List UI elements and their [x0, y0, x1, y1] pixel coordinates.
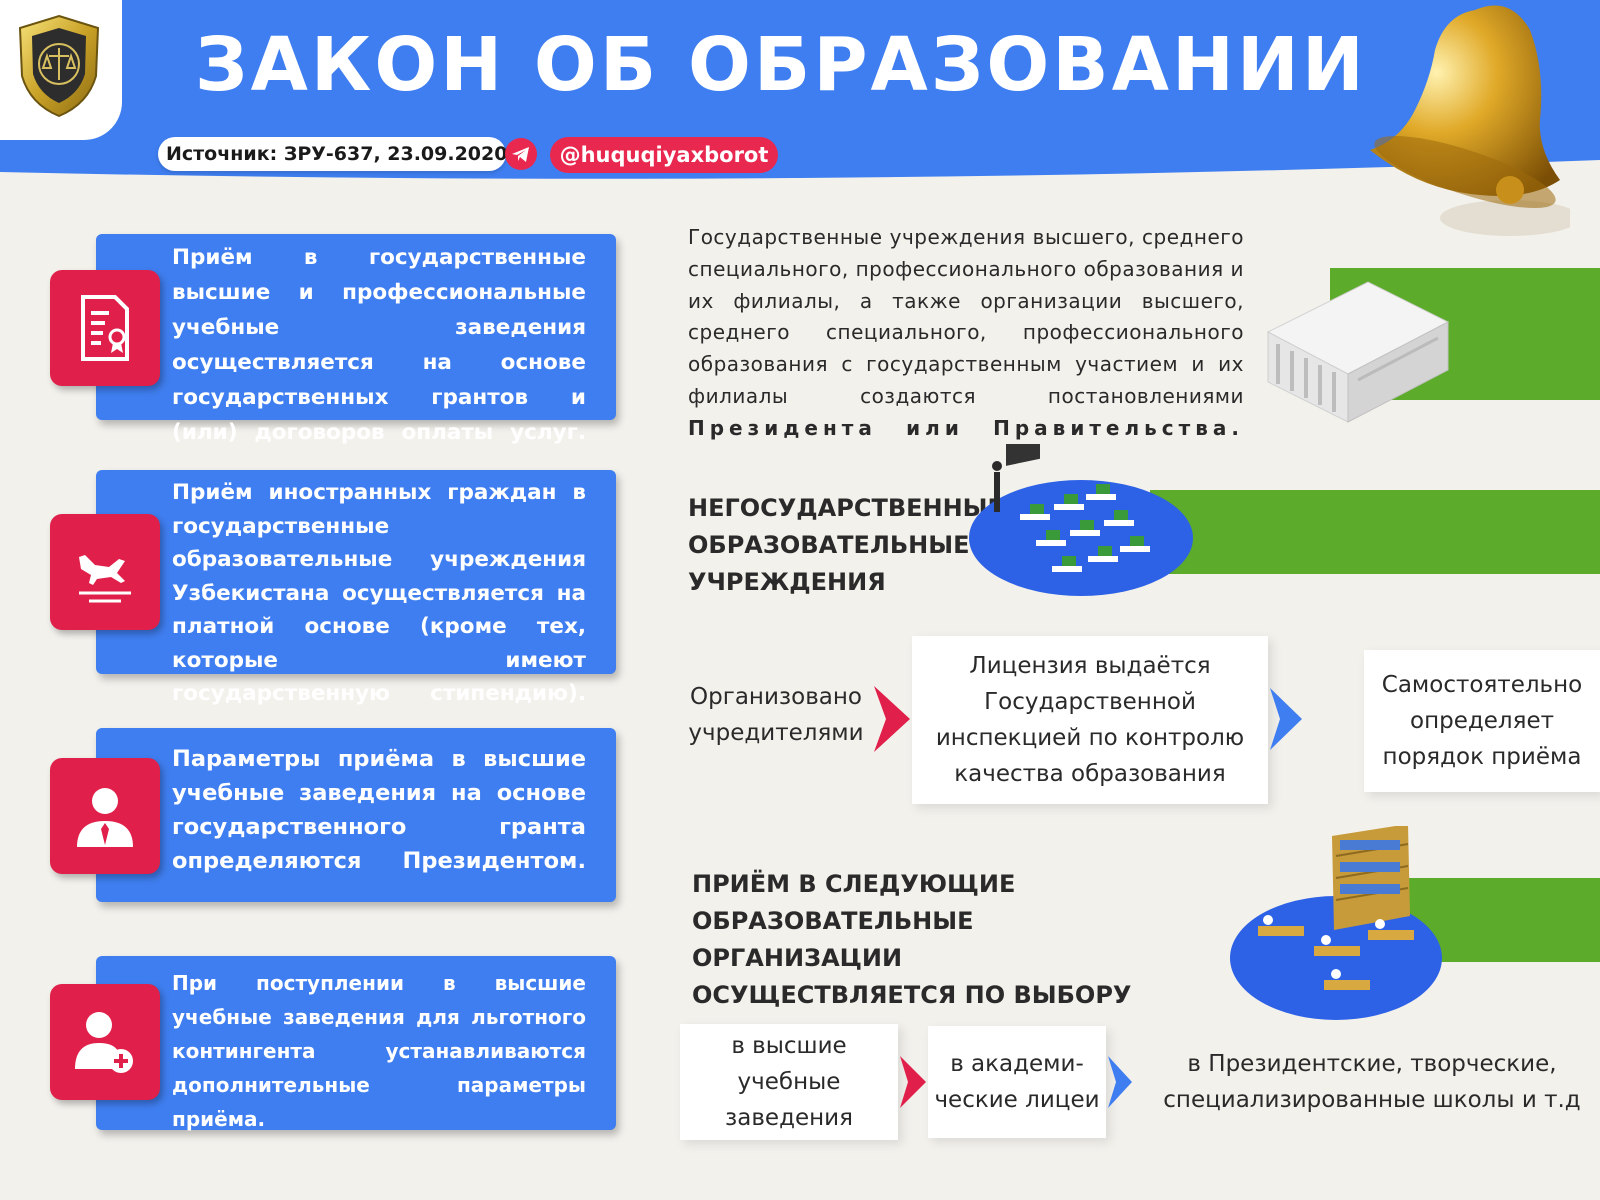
document-certificate-icon [81, 295, 129, 361]
card-icon-box [50, 758, 160, 874]
step-organized-by-founders: Организовано учредителями [688, 684, 864, 746]
nonstate-heading: НЕГОСУДАРСТВЕННЫЕ ОБРАЗОВАТЕЛЬНЫЕ УЧРЕЖД… [688, 494, 1004, 596]
choice-specialized-schools: в Президентские, творческие, специализир… [1163, 1051, 1581, 1113]
green-band-2 [1150, 490, 1600, 574]
card-grant-parameters: Параметры приёма в высшие учебные заведе… [96, 728, 616, 902]
step-admission-procedure: Самостоятельно определяет порядок приёма [1364, 650, 1600, 792]
card-text: Приём иностранных граждан в государствен… [172, 480, 586, 706]
emblem-logo [18, 14, 100, 118]
telegram-icon[interactable] [505, 138, 537, 170]
telegram-handle-link[interactable]: @huquqiyaxborot [550, 137, 778, 173]
choice-academic-lyceums: в академи-ческие лицеи [928, 1026, 1106, 1138]
choice-higher-education: в высшие учебные заведения [680, 1024, 898, 1140]
chevron-right-icon [900, 1056, 926, 1108]
state-institutions-paragraph: Государственные учреждения высшего, сред… [688, 222, 1244, 445]
classroom-illustration [969, 444, 1193, 596]
chevron-right-icon [1270, 688, 1302, 750]
chevron-right-icon [874, 686, 910, 752]
library-illustration [1230, 826, 1442, 1020]
page-title: ЗАКОН ОБ ОБРАЗОВАНИИ [195, 22, 1367, 108]
card-icon-box [50, 270, 160, 386]
chevron-right-icon [1108, 1056, 1132, 1108]
university-building-icon [1266, 281, 1450, 423]
card-icon-box [50, 514, 160, 630]
user-add-icon [75, 1012, 133, 1073]
card-foreign-citizens: Приём иностранных граждан в государствен… [96, 470, 616, 706]
card-preferential-admission: При поступлении в высшие учебные заведен… [96, 956, 616, 1131]
card-text: Приём в государственные высшие и професс… [172, 245, 586, 445]
source-citation: Источник: ЗРУ-637, 23.09.2020. [158, 137, 515, 171]
card-icon-box [50, 984, 160, 1100]
bell-icon [1370, 5, 1570, 236]
card-text: Параметры приёма в высшие учебные заведе… [172, 746, 586, 874]
airplane-landing-icon [79, 555, 131, 603]
person-tie-icon [77, 788, 133, 847]
card-state-grants: Приём в государственные высшие и професс… [96, 234, 616, 445]
paragraph-emphasis: Президента или Правительства. [688, 415, 1244, 440]
header-banner [0, 0, 1600, 158]
admission-choice-heading: ПРИЁМ В СЛЕДУЮЩИЕ ОБРАЗОВАТЕЛЬНЫЕ ОРГАНИ… [692, 870, 1132, 1009]
card-text: При поступлении в высшие учебные заведен… [172, 971, 586, 1131]
paragraph-text: Государственные учреждения высшего, сред… [688, 225, 1244, 408]
step-license-issued: Лицензия выдаётся Государственной инспек… [912, 636, 1268, 804]
